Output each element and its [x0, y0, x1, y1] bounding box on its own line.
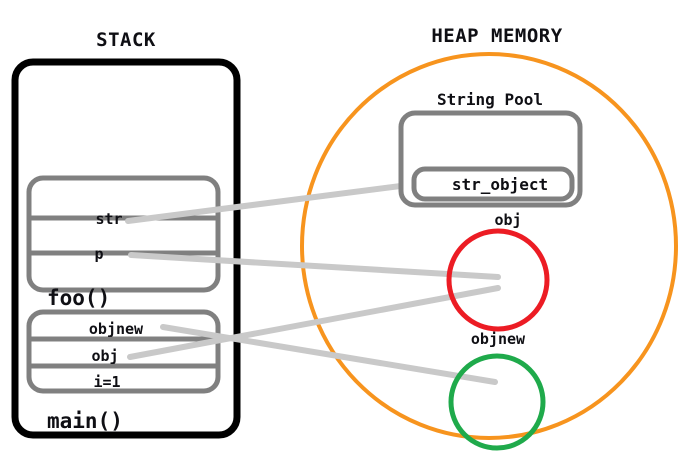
- stack-frame-label-foo: foo(): [47, 286, 110, 310]
- string-pool-title: String Pool: [437, 90, 543, 109]
- connector-str-to-str-object: [125, 180, 427, 224]
- stack-boundary-box: [11, 58, 241, 439]
- heap-boundary-circle: [300, 52, 678, 440]
- connector-obj-to-obj-circle: [127, 285, 501, 360]
- pool-entry-str_object: str_object: [452, 175, 548, 194]
- heap-object-obj[interactable]: [446, 228, 550, 332]
- stack-frame-label-main: main(): [47, 409, 123, 433]
- stack-slot-p[interactable]: p: [94, 245, 103, 263]
- stack-frame-foo[interactable]: str p: [26, 175, 221, 293]
- heap-object-caption-obj: obj: [494, 211, 521, 229]
- frame-foo-outline: [26, 175, 221, 293]
- stack-frame-main[interactable]: objnew obj i=1: [26, 309, 221, 394]
- connector-group: [125, 180, 501, 385]
- stack-title: STACK: [96, 29, 156, 51]
- connector-objnew-to-objnew-circle: [160, 324, 498, 385]
- connector-p-to-obj: [128, 252, 501, 280]
- heap-object-objnew[interactable]: [448, 353, 546, 451]
- stack-slot-str[interactable]: str: [95, 210, 122, 228]
- string-pool-entry-box[interactable]: [411, 166, 575, 202]
- string-pool-box[interactable]: str_object: [398, 110, 583, 208]
- stack-slot-i[interactable]: i=1: [93, 373, 120, 391]
- heap-title: HEAP MEMORY: [431, 25, 562, 47]
- heap-object-caption-objnew: objnew: [471, 330, 526, 348]
- stack-slot-obj[interactable]: obj: [91, 347, 118, 365]
- frame-main-outline: [26, 309, 221, 394]
- stack-slot-objnew[interactable]: objnew: [89, 320, 144, 338]
